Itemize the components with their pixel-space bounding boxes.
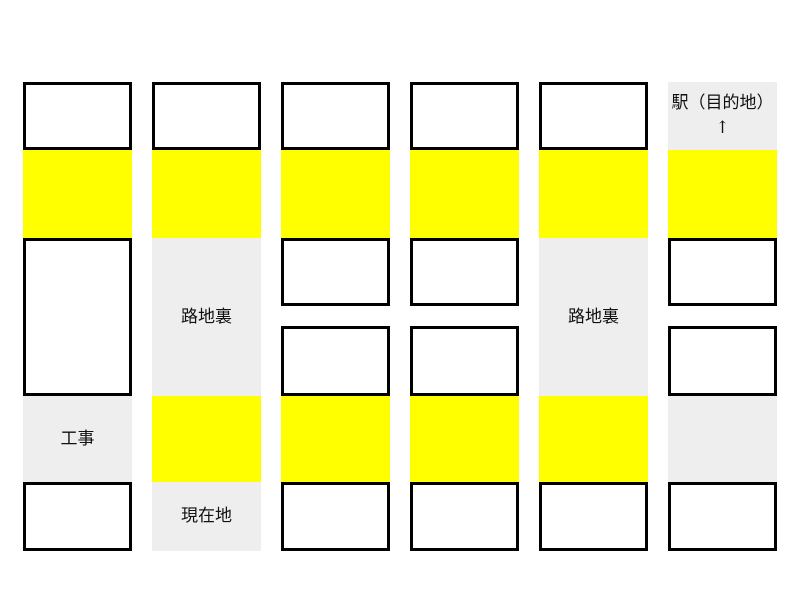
block-cell — [410, 326, 519, 396]
block-cell — [668, 238, 777, 306]
alley-labeled-cell: 駅（目的地） ↑ — [668, 82, 777, 150]
cell-label: 路地裏 — [568, 306, 619, 327]
alley-labeled-cell: 路地裏 — [152, 238, 261, 396]
block-cell — [539, 482, 648, 551]
block-cell — [23, 482, 132, 551]
road-cell — [410, 150, 519, 238]
road-cell — [668, 150, 777, 238]
block-cell — [152, 82, 261, 150]
cell-label: 現在地 — [181, 506, 232, 527]
cell-label: 駅（目的地） — [671, 93, 774, 114]
block-cell — [23, 238, 132, 396]
cell-label: 路地裏 — [181, 306, 232, 327]
block-cell — [23, 82, 132, 150]
road-cell — [152, 150, 261, 238]
block-cell — [281, 326, 390, 396]
road-cell — [410, 396, 519, 482]
alley-labeled-cell: 路地裏 — [539, 238, 648, 396]
road-cell — [539, 150, 648, 238]
block-cell — [410, 82, 519, 150]
block-cell — [281, 482, 390, 551]
block-cell — [410, 482, 519, 551]
alley-cell — [668, 396, 777, 482]
alley-labeled-cell: 工事 — [23, 396, 132, 482]
block-cell — [281, 238, 390, 306]
block-cell — [410, 238, 519, 306]
road-cell — [539, 396, 648, 482]
road-cell — [23, 150, 132, 238]
road-cell — [281, 150, 390, 238]
block-cell — [539, 82, 648, 150]
block-cell — [668, 482, 777, 551]
block-cell — [668, 326, 777, 396]
cell-label: 工事 — [60, 428, 95, 449]
block-cell — [281, 82, 390, 150]
road-cell — [281, 396, 390, 482]
road-cell — [152, 396, 261, 482]
up-arrow-icon: ↑ — [715, 118, 730, 138]
alley-labeled-cell: 現在地 — [152, 482, 261, 551]
